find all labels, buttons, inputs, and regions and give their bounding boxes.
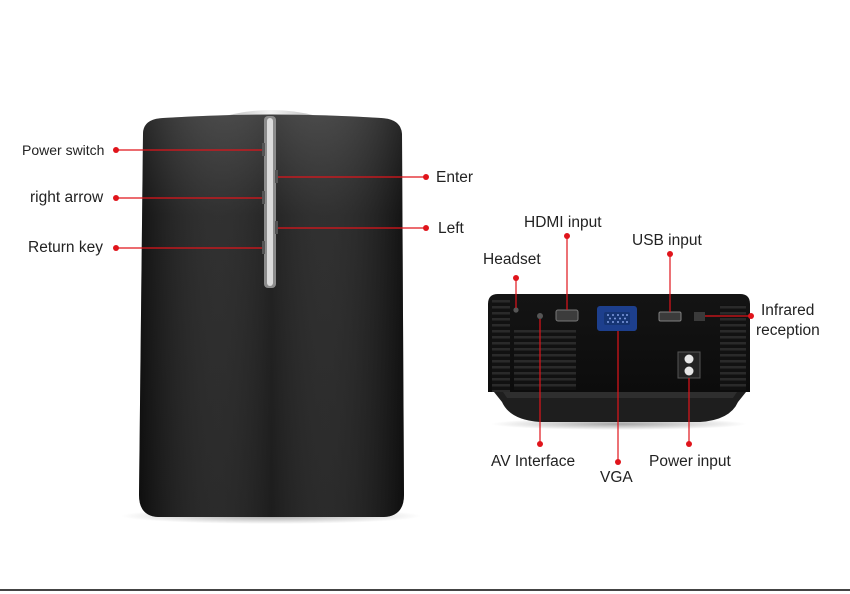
leader-av xyxy=(537,319,543,447)
right-side-vent xyxy=(720,305,746,390)
label-power-input: Power input xyxy=(649,453,731,470)
leader-power-input xyxy=(686,378,692,447)
leader-left xyxy=(278,225,429,231)
label-usb-input: USB input xyxy=(632,232,702,249)
return-button[interactable] xyxy=(262,241,265,254)
av-port xyxy=(537,313,543,319)
usb-port xyxy=(658,311,682,322)
left-side-vent xyxy=(492,300,510,392)
leader-headset xyxy=(513,275,519,308)
leader-lines xyxy=(113,147,754,465)
projector-top-view xyxy=(121,110,421,524)
label-power-switch: Power switch xyxy=(22,142,105,158)
label-hdmi-input: HDMI input xyxy=(524,214,602,231)
leader-usb xyxy=(667,251,673,312)
label-right-arrow: right arrow xyxy=(30,189,104,206)
label-left: Left xyxy=(438,220,464,237)
control-buttons xyxy=(262,143,278,254)
leader-enter xyxy=(278,174,429,180)
label-infrared-line1: Infrared xyxy=(761,302,815,319)
leader-return-key xyxy=(113,245,262,251)
power-port xyxy=(677,351,701,379)
enter-button[interactable] xyxy=(275,170,278,183)
left-button[interactable] xyxy=(275,221,278,234)
projector-rear-view xyxy=(488,294,750,430)
label-av-interface: AV Interface xyxy=(491,453,576,470)
infrared-sensor xyxy=(694,312,705,321)
label-return-key: Return key xyxy=(28,239,103,256)
leader-hdmi xyxy=(564,233,570,310)
hdmi-port xyxy=(555,309,579,322)
leader-vga xyxy=(615,331,621,465)
bottom-divider xyxy=(0,589,850,591)
rear-vent xyxy=(514,330,576,390)
leader-power-switch xyxy=(113,147,262,153)
label-headset: Headset xyxy=(483,251,541,268)
projector-base xyxy=(494,392,746,422)
label-enter: Enter xyxy=(436,169,474,186)
right-arrow-button[interactable] xyxy=(262,191,265,204)
headset-port xyxy=(513,307,519,313)
leader-infrared xyxy=(705,313,754,319)
label-vga: VGA xyxy=(600,469,633,486)
label-infrared-line2: reception xyxy=(756,322,820,339)
power-button[interactable] xyxy=(262,143,265,156)
leader-right-arrow xyxy=(113,195,262,201)
